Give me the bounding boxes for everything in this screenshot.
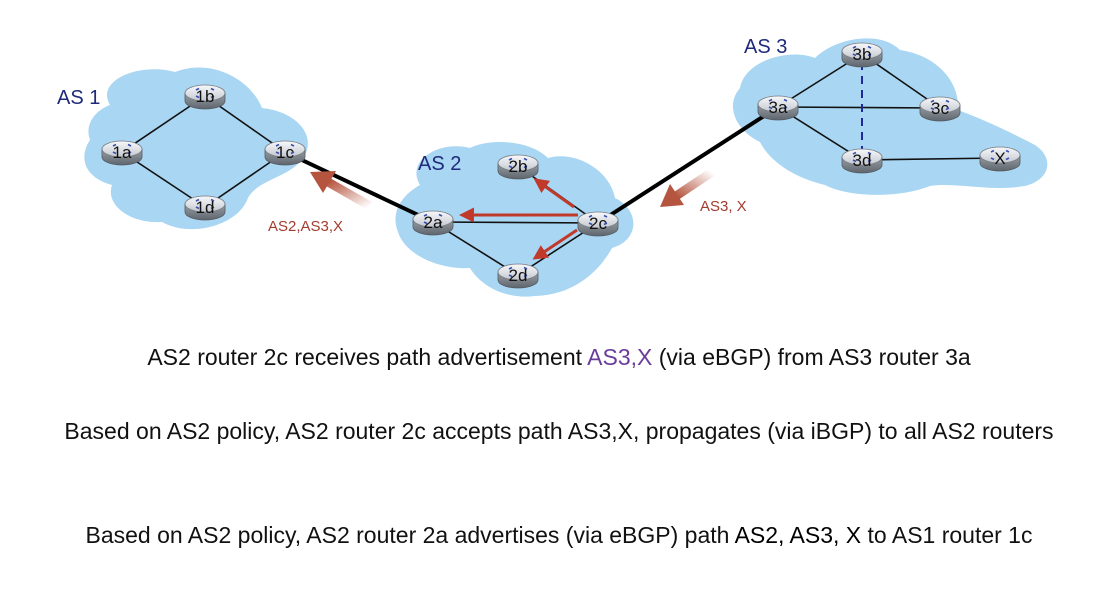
router-3a-label: 3a xyxy=(769,98,788,117)
caption-line-1: AS2 router 2c receives path advertisemen… xyxy=(10,342,1108,372)
ibgp-arrow-2c-2b xyxy=(533,178,575,209)
caption-3-post: to AS1 router 1c xyxy=(861,522,1033,548)
adv-arrow-to-1c xyxy=(310,171,373,210)
router-labels: 1a 1b 1c 1d 2a 2b 2c 2d 3a 3b 3c 3d X xyxy=(113,45,1006,285)
router-1a-label: 1a xyxy=(113,143,132,162)
caption-1-post: (via eBGP) from AS3 router 3a xyxy=(652,344,971,370)
network-diagram: 1a 1b 1c 1d 2a 2b 2c 2d 3a 3b 3c 3d X AS… xyxy=(57,36,1048,297)
router-2a-label: 2a xyxy=(424,213,443,232)
router-1b-label: 1b xyxy=(196,87,215,106)
adv-label-to-1c: AS2,AS3,X xyxy=(268,218,343,235)
as2-label: AS 2 xyxy=(418,153,461,175)
adv-label-to-2c: AS3, X xyxy=(700,198,747,215)
caption-3-pre: Based on AS2 policy, AS2 router 2a adver… xyxy=(85,522,735,548)
captions: AS2 router 2c receives path advertisemen… xyxy=(0,330,1118,616)
ibgp-arrow-2c-2d xyxy=(532,228,578,260)
as2-cloud xyxy=(395,142,634,297)
caption-line-3: Based on AS2 policy, AS2 router 2a adver… xyxy=(10,520,1108,550)
as1-label: AS 1 xyxy=(57,87,100,109)
router-2d-label: 2d xyxy=(509,266,528,285)
router-1d-label: 1d xyxy=(196,198,215,217)
as3-cloud xyxy=(732,38,1048,195)
router-3c-label: 3c xyxy=(931,99,949,118)
ebgp-link-1c-2a xyxy=(284,150,434,224)
as3-label: AS 3 xyxy=(744,36,787,58)
router-x-label: X xyxy=(994,149,1005,168)
ibgp-arrows xyxy=(459,178,578,260)
ebgp-link-2c-3a xyxy=(596,105,780,225)
caption-1-pre: AS2 router 2c receives path advertisemen… xyxy=(147,344,588,370)
as1-cloud xyxy=(84,67,308,230)
caption-1-highlight: AS3,X xyxy=(587,344,653,370)
caption-line-2: Based on AS2 policy, AS2 router 2c accep… xyxy=(64,418,1054,444)
adv-arrow-to-2c xyxy=(660,168,715,207)
router-3d-label: 3d xyxy=(853,151,872,170)
router-2b-label: 2b xyxy=(509,157,528,176)
router-1c-label: 1c xyxy=(276,143,294,162)
router-3b-label: 3b xyxy=(853,45,872,64)
caption-3-highlight: AS2, AS3, X xyxy=(734,522,862,548)
router-2c-label: 2c xyxy=(589,214,607,233)
